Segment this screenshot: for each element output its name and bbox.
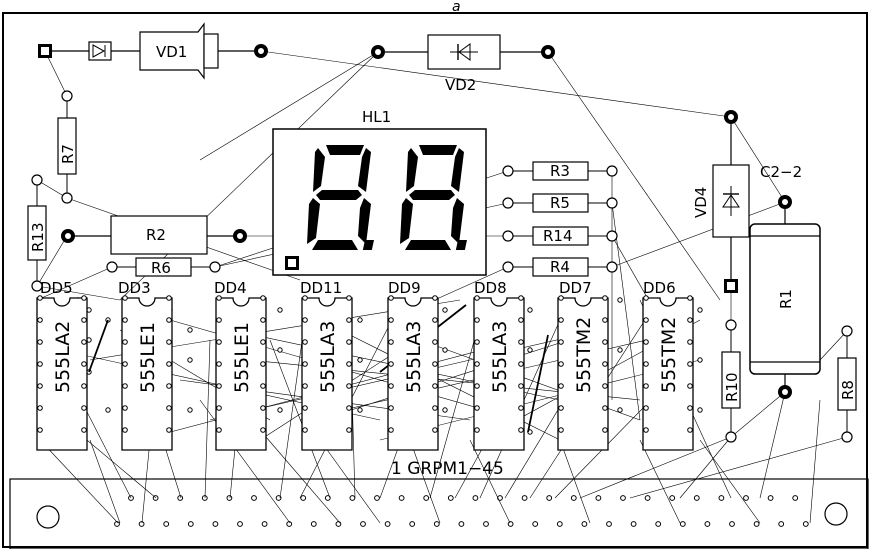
r10-label: R10	[723, 372, 741, 402]
hl1-label: HL1	[362, 108, 391, 126]
chip-ref: DD3	[118, 279, 151, 297]
segment-c	[358, 198, 371, 244]
resistor-r3: R3	[502, 161, 618, 181]
diode-vd4: VD4	[692, 110, 750, 293]
chip-ref: DD8	[474, 279, 507, 297]
segment-g	[316, 190, 362, 200]
chip-dd7: DD7 555TM2	[557, 279, 609, 451]
decimal-point	[362, 240, 374, 250]
chip-part: 555LA3	[403, 321, 425, 393]
board-outline	[2, 12, 868, 548]
segment-b	[451, 148, 464, 192]
segment-f	[313, 148, 325, 192]
segment-e	[400, 198, 413, 244]
r2-label: R2	[146, 226, 166, 244]
segment-g	[409, 190, 455, 200]
segment-a	[419, 145, 457, 155]
vd1-label: VD1	[156, 43, 187, 61]
r7-label: R7	[59, 144, 77, 164]
chip-part: 555LE1	[231, 322, 253, 393]
resistor-r10: R10	[721, 319, 741, 443]
resistor-r5: R5	[502, 193, 618, 213]
ic-row: DD5555LA2DD3555LE1DD4555LE1DD11555LA3DD9…	[36, 279, 694, 451]
resistor-r14: R14	[502, 226, 618, 246]
chip-ref: DD4	[214, 279, 247, 297]
chip-part: 555TM2	[658, 317, 680, 393]
chip-dd8: DD8 555LA3	[473, 279, 525, 451]
r13-label: R13	[29, 222, 47, 252]
chip-ref: DD7	[559, 279, 592, 297]
mount-hole-right	[824, 502, 848, 526]
resistor-r7: R7	[57, 90, 77, 204]
chip-ref: DD6	[643, 279, 676, 297]
chip-part: 555LA2	[52, 321, 74, 393]
r8-label: R8	[839, 380, 857, 400]
resistor-r6: R6	[106, 257, 221, 277]
chip-dd3: DD3 555LE1	[118, 279, 173, 451]
edge-connector	[9, 478, 869, 549]
chip-dd11: DD11 555LA3	[300, 279, 353, 451]
seven-segment-digits	[307, 145, 467, 250]
chip-ref: DD5	[40, 279, 73, 297]
chip-ref: DD11	[300, 279, 342, 297]
segment-c	[451, 198, 464, 244]
figure-caption: a	[452, 0, 461, 15]
r14-label: R14	[543, 227, 573, 245]
connector-pads	[114, 495, 809, 527]
resistor-r2: R2	[61, 215, 247, 255]
display-hl1: HL1	[272, 108, 487, 276]
diode-vd1: VD1	[38, 22, 268, 80]
resistor-r8: R8	[837, 325, 857, 443]
chip-part: 555TM2	[573, 317, 595, 393]
digit-2	[400, 145, 467, 250]
chip-part: 555LA3	[489, 321, 511, 393]
chip-dd9: DD9 555LA3	[387, 279, 439, 451]
diode-vd2: VD2	[371, 34, 555, 94]
mount-hole-left	[36, 505, 60, 529]
resistor-r13: R13	[27, 174, 47, 292]
segment-a	[326, 145, 364, 155]
c2-2-label: C2−2	[760, 163, 802, 181]
chip-dd6: DD6 555TM2	[642, 279, 694, 451]
vd4-label: VD4	[692, 187, 710, 218]
r4-label: R4	[550, 258, 570, 276]
vd2-label: VD2	[445, 76, 476, 94]
segment-d	[312, 240, 358, 250]
chip-dd5: DD5 555LA2	[36, 279, 88, 451]
r1-label: R1	[777, 289, 795, 309]
chip-part: 555LA3	[317, 321, 339, 393]
r5-label: R5	[550, 194, 570, 212]
r6-label: R6	[151, 259, 171, 277]
chip-ref: DD9	[388, 279, 421, 297]
segment-d	[405, 240, 451, 250]
segment-e	[307, 198, 320, 244]
segment-b	[358, 148, 371, 192]
decimal-point	[455, 240, 467, 250]
board-label: 1 GRPM1−45	[391, 459, 504, 479]
chip-dd4: DD4 555LE1	[214, 279, 267, 451]
resistor-r4: R4	[502, 257, 618, 277]
resistor-r1: R1	[749, 195, 821, 399]
chip-part: 555LE1	[137, 322, 159, 393]
segment-f	[406, 148, 418, 192]
r3-label: R3	[550, 162, 570, 180]
digit-1	[307, 145, 374, 250]
